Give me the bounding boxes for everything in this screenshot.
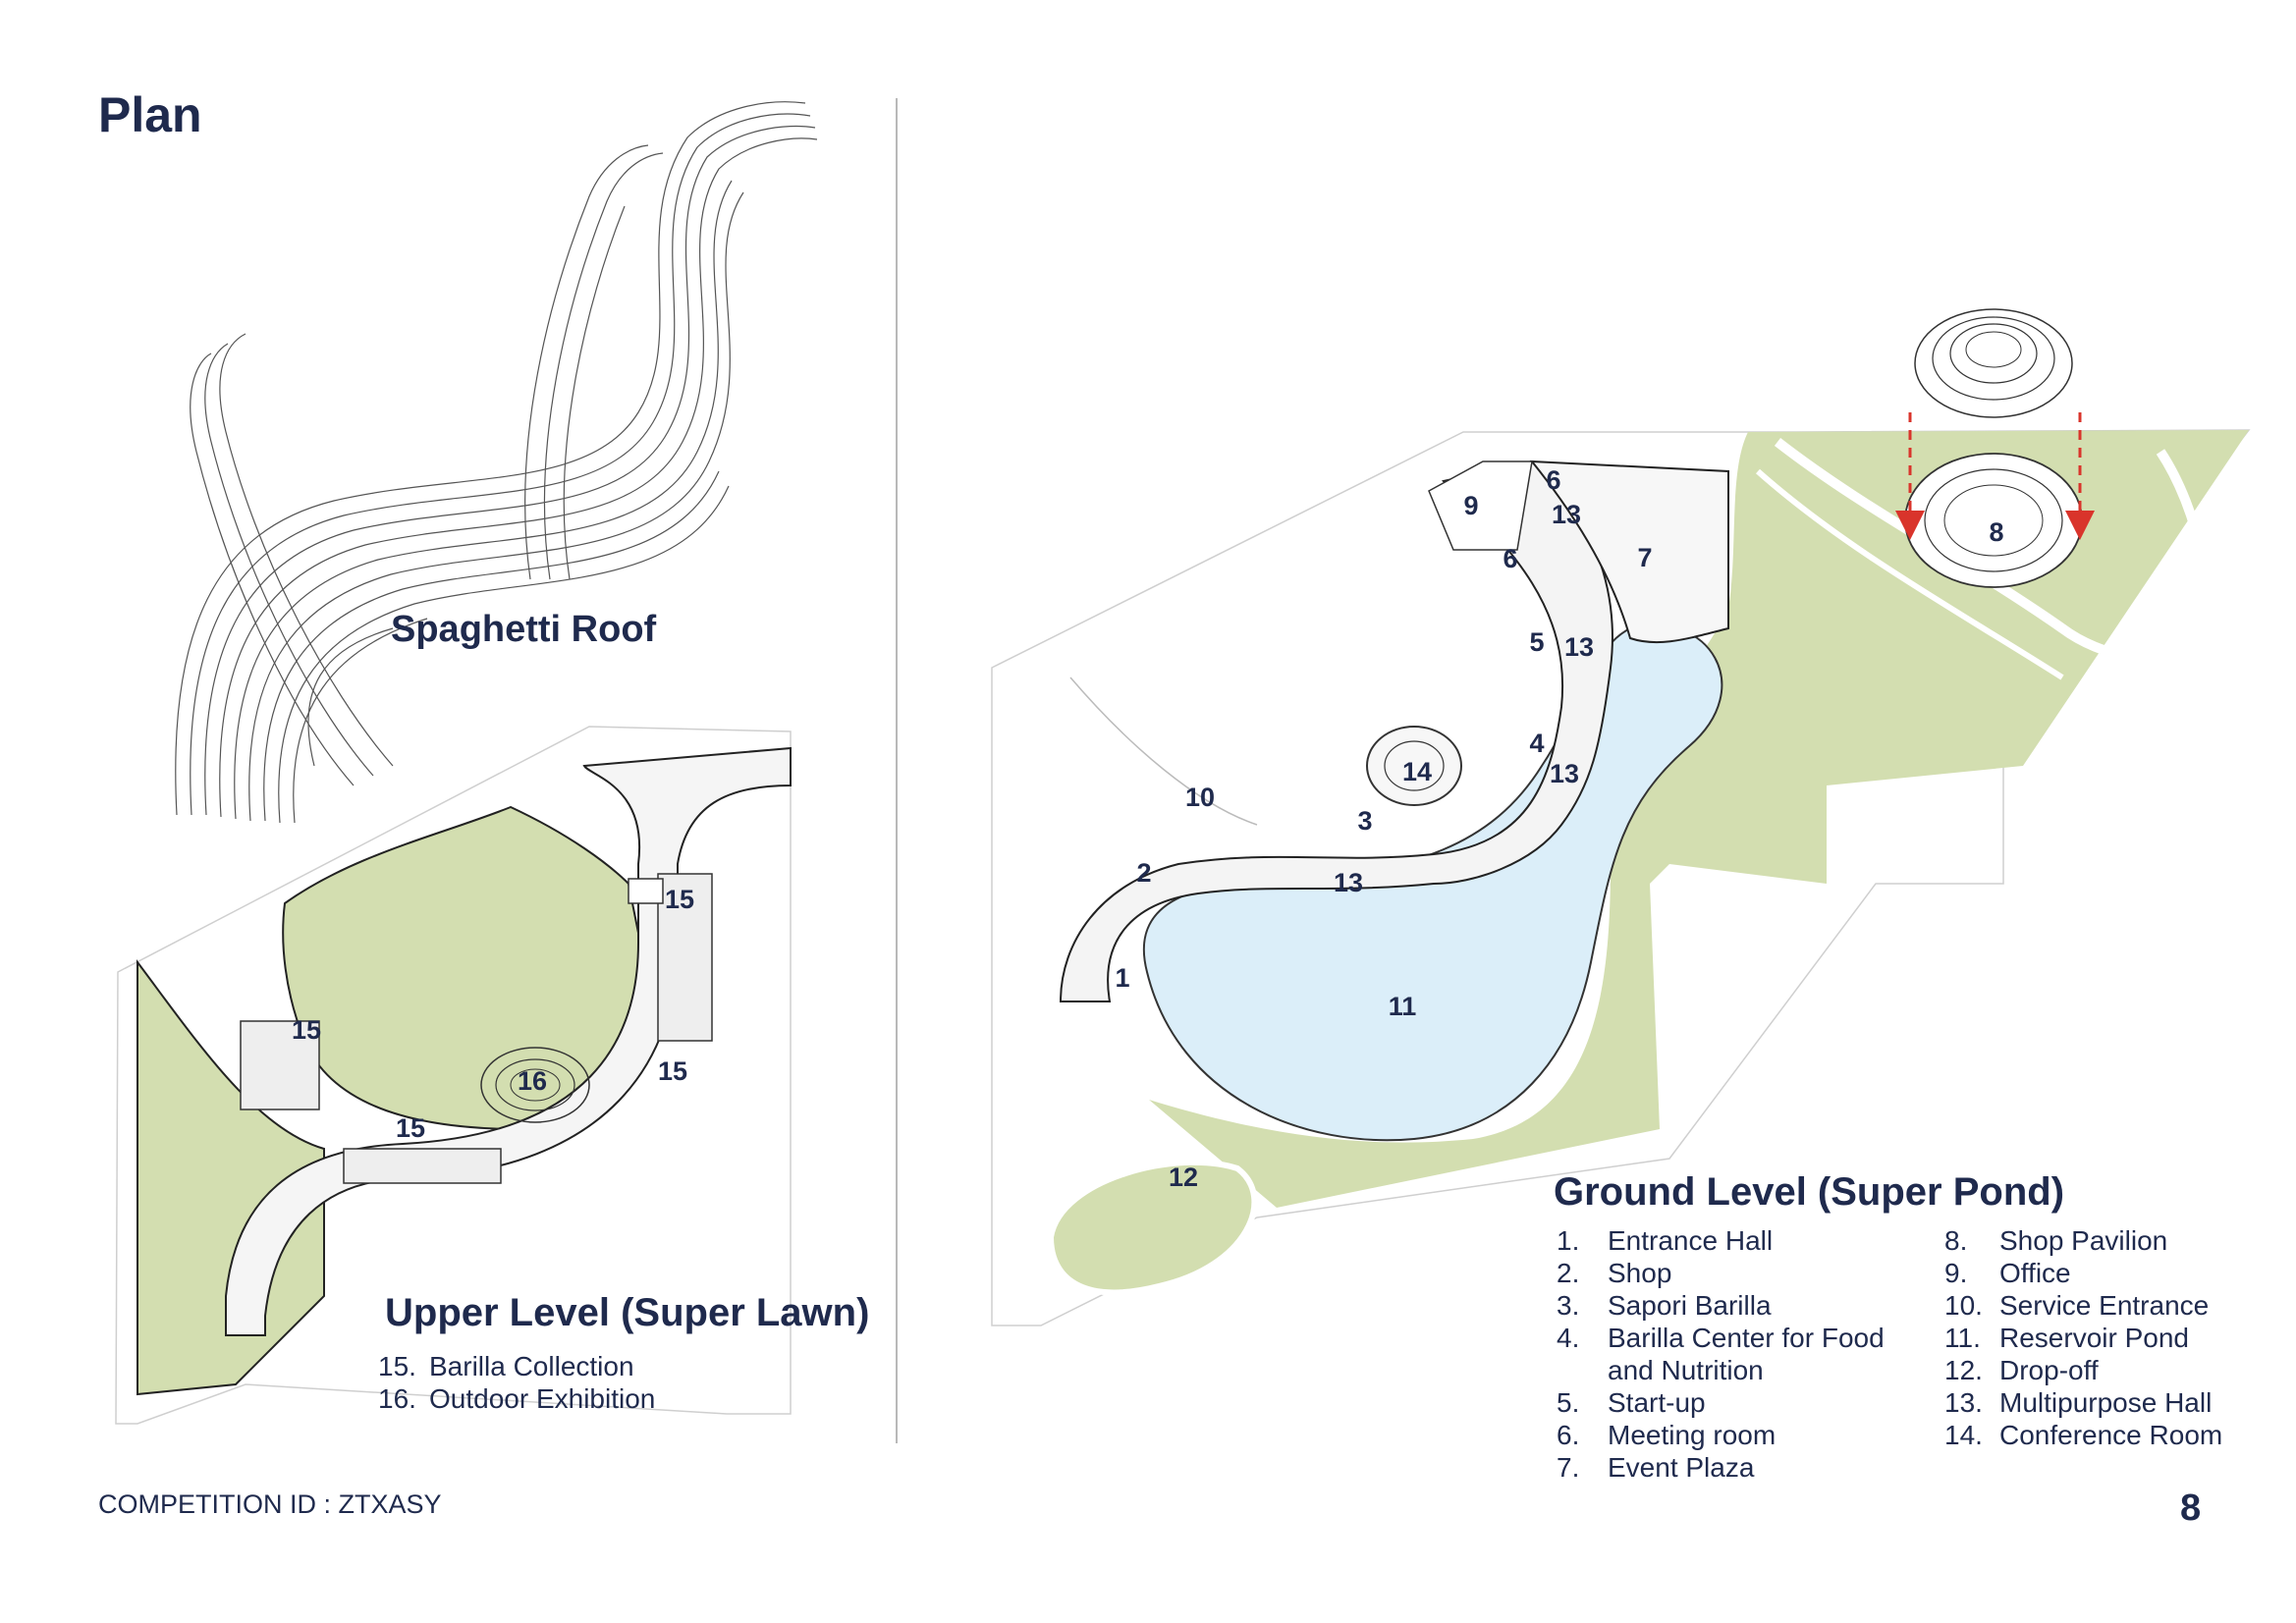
legend-item: and Nutrition — [1608, 1355, 1764, 1385]
marker-14: 14 — [1402, 757, 1432, 786]
upper-level-markers: 15 15 15 15 16 — [292, 885, 694, 1143]
marker-13-a: 13 — [1552, 500, 1581, 529]
marker-4: 4 — [1529, 729, 1544, 758]
marker-6-b: 6 — [1503, 544, 1517, 573]
legend-item: 12.Drop-off — [1944, 1355, 2099, 1385]
column-divider — [896, 98, 898, 1443]
marker-12: 12 — [1169, 1163, 1198, 1192]
legend-item: 8.Shop Pavilion — [1944, 1225, 2168, 1256]
marker-15-d: 15 — [396, 1113, 425, 1143]
spaghetti-roof-drawing — [175, 101, 818, 824]
marker-5: 5 — [1529, 627, 1544, 657]
marker-2: 2 — [1136, 858, 1151, 888]
legend-item: 2.Shop — [1557, 1258, 1672, 1288]
marker-13-b: 13 — [1564, 632, 1594, 662]
upper-level-drawing — [115, 726, 792, 1425]
marker-8: 8 — [1989, 517, 2003, 547]
marker-15-a: 15 — [665, 885, 694, 914]
marker-1: 1 — [1115, 963, 1129, 993]
legend-item: 14.Conference Room — [1944, 1420, 2223, 1450]
marker-15-b: 15 — [292, 1015, 321, 1045]
marker-9: 9 — [1463, 491, 1478, 520]
legend-item: 1.Entrance Hall — [1557, 1225, 1774, 1256]
marker-10: 10 — [1185, 783, 1215, 812]
marker-13-c: 13 — [1550, 759, 1579, 788]
competition-id: COMPETITION ID : ZTXASY — [98, 1489, 442, 1519]
legend-item: 11.Reservoir Pond — [1944, 1323, 2189, 1353]
page-title: Plan — [98, 87, 202, 142]
ground-level-title: Ground Level (Super Pond) — [1554, 1170, 2065, 1214]
ground-level-legend-right: 8.Shop Pavilion 9.Office 10.Service Entr… — [1944, 1224, 2222, 1451]
marker-7: 7 — [1637, 543, 1652, 572]
page-number: 8 — [2180, 1488, 2202, 1529]
marker-6-a: 6 — [1546, 465, 1560, 495]
legend-item: 3.Sapori Barilla — [1557, 1290, 1772, 1321]
legend-item: 16.Outdoor Exhibition — [378, 1383, 656, 1414]
ground-level-drawing — [991, 308, 2251, 1326]
marker-15-c: 15 — [658, 1056, 687, 1086]
ground-level-legend-left: 1.Entrance Hall 2.Shop 3.Sapori Barilla … — [1557, 1224, 1885, 1484]
legend-item: 9.Office — [1944, 1258, 2071, 1288]
marker-11: 11 — [1389, 992, 1417, 1021]
legend-item: 5.Start-up — [1557, 1387, 1706, 1418]
legend-item: 6.Meeting room — [1557, 1420, 1777, 1450]
legend-item: 13.Multipurpose Hall — [1944, 1387, 2213, 1418]
roof-title: Spaghetti Roof — [391, 609, 657, 650]
legend-item: 10.Service Entrance — [1944, 1290, 2210, 1321]
marker-16: 16 — [518, 1066, 547, 1096]
marker-13-d: 13 — [1334, 868, 1363, 897]
upper-level-legend: 15.Barilla Collection 16.Outdoor Exhibit… — [378, 1350, 655, 1415]
ground-level-markers: 1 2 3 4 5 6 6 7 8 9 10 11 12 13 13 13 13… — [1115, 465, 2003, 1192]
legend-item: 15.Barilla Collection — [378, 1351, 634, 1381]
upper-level-title: Upper Level (Super Lawn) — [385, 1291, 870, 1334]
legend-item: 7.Event Plaza — [1557, 1452, 1755, 1483]
marker-3: 3 — [1357, 806, 1372, 836]
legend-item: 4.Barilla Center for Food — [1557, 1323, 1885, 1353]
